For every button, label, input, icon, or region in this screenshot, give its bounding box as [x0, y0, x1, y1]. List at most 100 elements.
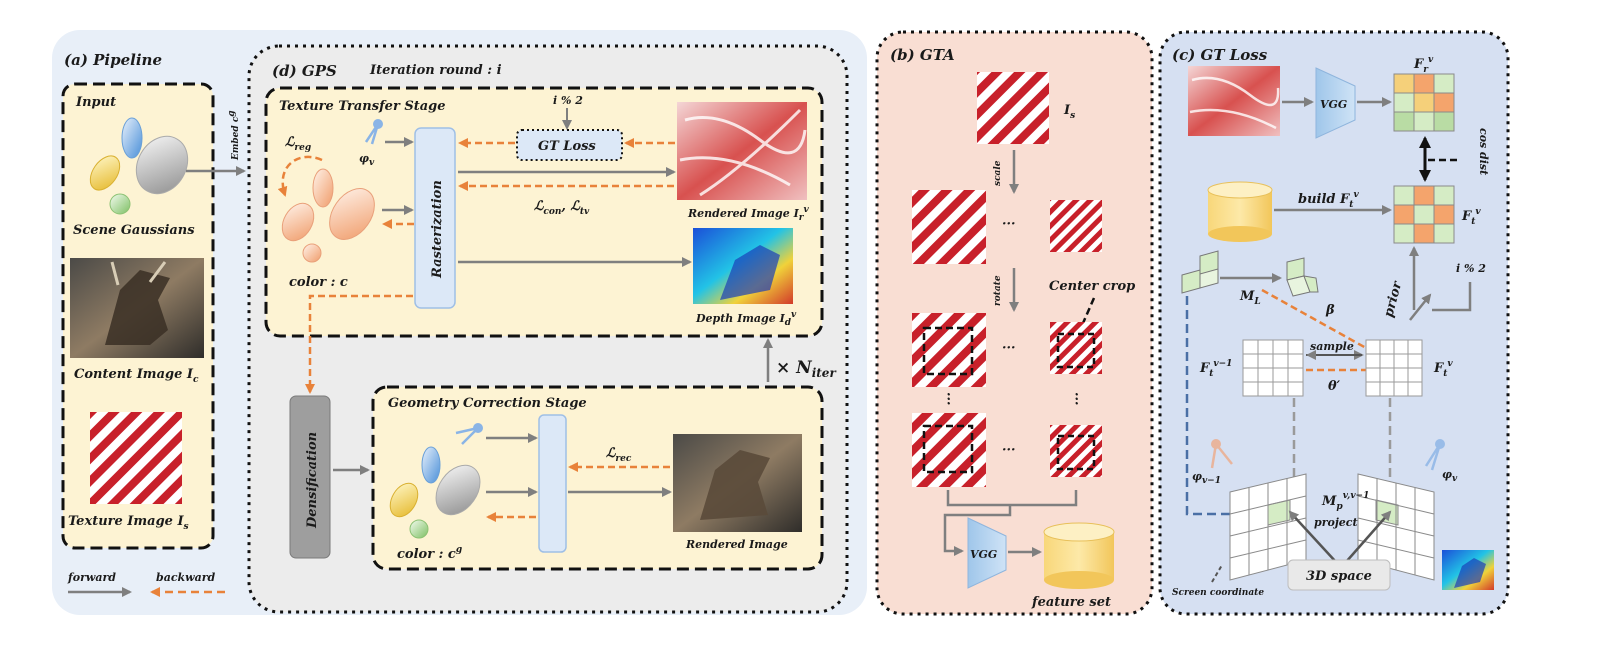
cos-dist-label: cos dist: [1477, 128, 1490, 175]
screen-coordinate-pointer: [1211, 564, 1223, 583]
lreg-loop-arrow: [277, 155, 323, 197]
ml-source-patch: [1181, 250, 1219, 294]
ft-label: Ftv: [1461, 207, 1481, 227]
center-crop-pointer: [1078, 297, 1096, 331]
embed-label: Embed cg: [227, 110, 241, 161]
camera-icon-prev: [1210, 439, 1233, 469]
scene-gaussians-graphic: [89, 117, 189, 215]
depth-image-label: Depth Image Idv: [695, 310, 797, 328]
iteration-label: Iteration round : i: [369, 63, 502, 78]
lreg-label: ℒreg: [285, 135, 311, 153]
gtl-feature-set-cylinder: [1207, 181, 1273, 242]
gta-dots-3: ···: [1002, 443, 1016, 458]
ft-feature-grid: [1393, 185, 1455, 244]
gta-dots-1: ···: [1002, 217, 1016, 232]
project-arrow-right: [1345, 510, 1392, 563]
rendered-stylized-image: [677, 102, 807, 200]
mod-label-gps: i % 2: [553, 94, 583, 107]
gtl-vgg-block: [1315, 67, 1356, 139]
rendered-image-label: Rendered Image: [685, 538, 788, 551]
depth-image: [693, 228, 793, 304]
gta-crop-large-2: [922, 424, 974, 474]
ft-right-label: Ftv: [1433, 359, 1453, 379]
content-image-label: Content Image Ic: [74, 367, 199, 385]
gt-loss-box: [516, 129, 623, 161]
fr-label: Frv: [1413, 55, 1434, 75]
build-ft-label: build Ftv: [1298, 190, 1359, 210]
rasterization-block-2: [538, 414, 567, 553]
raster-to-densification-arrow: [305, 294, 413, 394]
beta-label: β: [1325, 303, 1335, 318]
color-c-label: color : c: [289, 275, 348, 290]
beta-arrow: [1261, 288, 1386, 360]
legend-forward-label: forward: [67, 571, 116, 584]
space3d-label: 3D space: [1306, 569, 1372, 584]
legend-backward-label: backward: [156, 571, 216, 584]
texture-image-label: Texture Image Is: [68, 514, 189, 532]
space3d-box: [1287, 559, 1391, 591]
gaussians-colored-graphic: [389, 446, 481, 539]
project-arrow-left: [1288, 510, 1337, 563]
phi-prev-label: φv−1: [1192, 470, 1221, 486]
is-label: Is: [1063, 103, 1075, 121]
ml-label: ML: [1239, 289, 1261, 307]
rasterization-label: Rasterization: [430, 180, 445, 279]
fr-feature-grid: [1393, 73, 1455, 132]
gta-title: (b) GTA: [890, 46, 955, 64]
lcon-ltv-label: ℒcon, ℒtv: [534, 199, 590, 217]
niter-label: × Niter: [776, 358, 837, 380]
pipeline-title: (a) Pipeline: [64, 51, 162, 69]
feature-set-cylinder: [1043, 522, 1115, 589]
camera-icon-geometry: [455, 423, 483, 445]
gta-dots-2: ···: [1002, 341, 1016, 356]
geometry-stage-title: Geometry Correction Stage: [388, 396, 587, 411]
gtl-mod-label: i % 2: [1456, 262, 1486, 275]
scale-label: scale: [993, 160, 1003, 186]
mp-label: Mpv,v−1: [1321, 491, 1369, 512]
theta-label: θ′: [1328, 379, 1341, 394]
phi-v-label-gtl: φv: [1442, 468, 1458, 484]
input-title: Input: [75, 95, 116, 110]
rendered-image-r-label: Rendered Image Irv: [687, 205, 809, 223]
center-crop-label: Center crop: [1049, 279, 1135, 294]
feature-set-label: feature set: [1031, 595, 1111, 610]
gtl-depth-image: [1442, 550, 1494, 590]
ft-prev-grid: [1242, 339, 1304, 397]
ft-right-grid: [1365, 339, 1423, 397]
gta-variant-large: [912, 413, 986, 487]
gta-crop-small: [1056, 332, 1096, 369]
sample-label: sample: [1310, 340, 1354, 353]
texture-image: [90, 412, 182, 504]
scene-gaussians-label: Scene Gaussians: [73, 223, 195, 238]
content-image: [70, 258, 204, 358]
densification-label: Densification: [305, 432, 320, 529]
color-cg-label: color : cg: [397, 545, 462, 562]
camera-icon-v: [1424, 439, 1445, 471]
rendered-image-geometry: [673, 434, 802, 532]
densification-block: [289, 395, 331, 559]
gtl-vgg-label: VGG: [1320, 98, 1347, 111]
gtl-rendered-image: [1188, 66, 1280, 136]
gta-vgg-label: VGG: [970, 548, 997, 561]
rotate-label: rotate: [993, 275, 1003, 306]
ft-prev-label: Ftv−1: [1199, 359, 1232, 379]
screen-coordinate-label: Screen coordinate: [1172, 588, 1264, 598]
gta-scaled-small: [1050, 200, 1102, 252]
ml-target-patch: [1286, 257, 1319, 297]
gt-loss-label: GT Loss: [538, 139, 596, 154]
texture-stage-title: Texture Transfer Stage: [279, 99, 446, 114]
rasterization-block: [414, 127, 456, 309]
gta-vdots-2: ···: [1068, 392, 1083, 406]
gps-title: (d) GPS: [272, 62, 337, 80]
gta-source-texture: [977, 72, 1049, 144]
gta-crop-large: [922, 326, 974, 376]
gaussians-orange-graphic: [281, 168, 375, 263]
gta-vgg-block: [967, 517, 1007, 589]
camera-icon: [364, 119, 383, 145]
gta-collect-arrow: [943, 490, 1078, 551]
gta-vdots-1: ···: [940, 392, 955, 406]
gta-scaled-large: [912, 190, 986, 264]
gt-loss-title: (c) GT Loss: [1172, 46, 1268, 64]
phi-v-label: φv: [359, 152, 375, 168]
